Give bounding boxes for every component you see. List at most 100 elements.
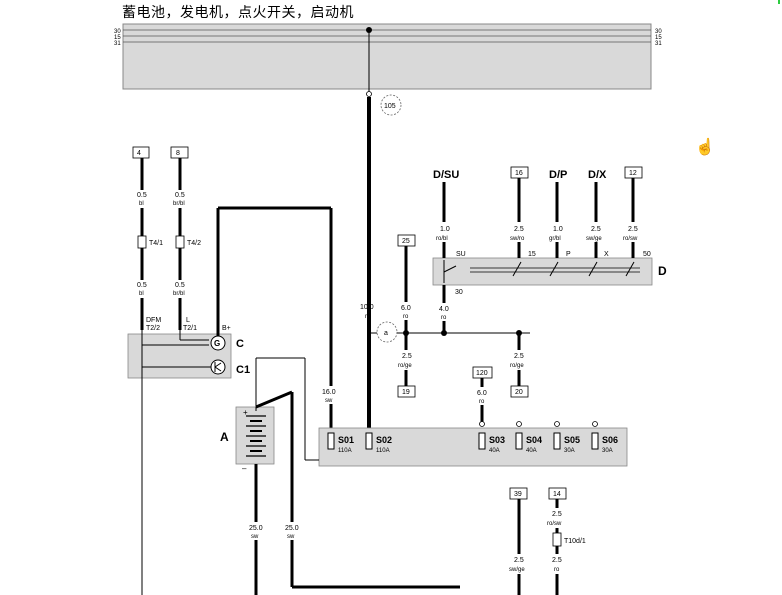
wire-size: 2.5	[514, 353, 524, 360]
wire-label-bg	[248, 522, 266, 540]
fuse-rating: 30A	[602, 448, 613, 454]
ref-box	[132, 146, 150, 159]
connector-t4-1	[137, 235, 147, 249]
pin-label: T2/1	[183, 325, 197, 332]
wire-color: br/bl	[173, 291, 185, 297]
label-d-p: D/P	[549, 169, 567, 181]
regulator-symbol	[210, 359, 226, 375]
wire-size: 2.5	[628, 226, 638, 233]
fuse-terminal	[592, 421, 598, 427]
junction-dot	[403, 330, 409, 336]
fuse-id: S05	[564, 435, 580, 445]
wire-color: ro/sw	[623, 236, 638, 242]
bus-label-left: 30	[114, 29, 121, 35]
switch-term: P	[566, 251, 571, 258]
bus-label-right: 15	[655, 35, 662, 41]
wire-label-bg	[623, 222, 643, 242]
wire-color: sw/ro	[510, 236, 525, 242]
terminal	[366, 91, 372, 97]
switch-contact	[549, 261, 559, 277]
ref-label: 39	[514, 491, 522, 498]
wire-color: ro	[441, 315, 447, 321]
node-a-label: a	[384, 330, 388, 337]
wire-label-bg	[549, 222, 566, 242]
wire-size: 0.5	[175, 192, 185, 199]
fuse-terminal	[516, 421, 522, 427]
fuse-s04-body	[515, 432, 523, 450]
fuse-id: S01	[338, 435, 354, 445]
fuse-s02: S02 110A	[365, 432, 392, 454]
ref-label: 19	[402, 389, 410, 396]
pin-label: B+	[222, 325, 231, 332]
wire-label-bg	[510, 222, 528, 242]
battery-minus: –	[242, 464, 247, 473]
wire-label-bg	[475, 387, 491, 405]
wire-size: 1.0	[440, 226, 450, 233]
wire-color: br/bl	[173, 201, 185, 207]
fuse-rating: 40A	[526, 448, 537, 454]
wire-color: ro/ge	[398, 363, 412, 369]
label-c1: C1	[236, 364, 250, 376]
fuse-rating: 40A	[489, 448, 500, 454]
wire-color: ro	[479, 399, 485, 405]
ignition-switch-panel	[432, 257, 653, 286]
wire-size: 2.5	[552, 511, 562, 518]
fuse-terminal	[479, 421, 485, 427]
wire-size: 2.5	[552, 557, 562, 564]
fuse-id: S06	[602, 435, 618, 445]
wire	[255, 390, 293, 409]
fuse-rating: 30A	[564, 448, 575, 454]
wire-size: 6.0	[401, 305, 411, 312]
fuse-s04: S04 40A	[515, 421, 542, 454]
wire-color: ro	[403, 314, 409, 320]
wire-size: 25.0	[285, 525, 299, 532]
wire-color: ro/sw	[547, 521, 562, 527]
label-d-su: D/SU	[433, 169, 459, 181]
wire-color: ro/bl	[436, 236, 448, 242]
switch-blade	[443, 265, 457, 273]
connector-label: T4/2	[187, 240, 201, 247]
fuse-s02-body	[365, 432, 373, 450]
connector-label: T4/1	[149, 240, 163, 247]
hand-cursor-icon: ☝	[695, 139, 715, 156]
wire-size: 2.5	[514, 557, 524, 564]
fuse-id: S02	[376, 435, 392, 445]
wire-size: 0.5	[175, 282, 185, 289]
ref-label: 4	[137, 150, 141, 157]
wire-label-bg	[136, 280, 148, 298]
fuse-rating: 110A	[376, 448, 390, 454]
fuse-panel	[318, 427, 628, 467]
ref-box	[397, 385, 416, 398]
label-d-x: D/X	[588, 169, 607, 181]
bus-label-right: 31	[655, 41, 662, 47]
ref-label: 120	[476, 370, 488, 377]
wire-size: 2.5	[402, 353, 412, 360]
wire-color: ro	[554, 567, 560, 573]
wire-label-bg	[322, 386, 338, 404]
wire-color: gr/bl	[549, 236, 561, 242]
connector-t10	[552, 532, 562, 547]
fuse-id: S03	[489, 435, 505, 445]
ref-label: 14	[553, 491, 561, 498]
bus-label-right: 30	[655, 29, 662, 35]
fuse-terminal	[554, 421, 560, 427]
wire-label-bg	[436, 222, 454, 242]
fuse-s06-body	[591, 432, 599, 450]
node-105-label: 105	[384, 103, 396, 110]
wire-color: sw/ge	[586, 236, 602, 242]
ref-label: 12	[629, 170, 637, 177]
wire-color: bl	[139, 291, 144, 297]
fuse-s05: S05 30A	[553, 421, 580, 454]
ref-label: 25	[402, 238, 410, 245]
wire-size: 0.5	[137, 282, 147, 289]
switch-contact	[588, 261, 598, 277]
fuse-s01: S01 110A	[327, 432, 354, 454]
ref-label: 20	[515, 389, 523, 396]
switch-term: X	[604, 251, 609, 258]
pin-label: T2/2	[146, 325, 160, 332]
wire-color: sw	[325, 398, 333, 404]
wire-label-bg	[136, 190, 148, 208]
wire-size: 6.0	[477, 390, 487, 397]
